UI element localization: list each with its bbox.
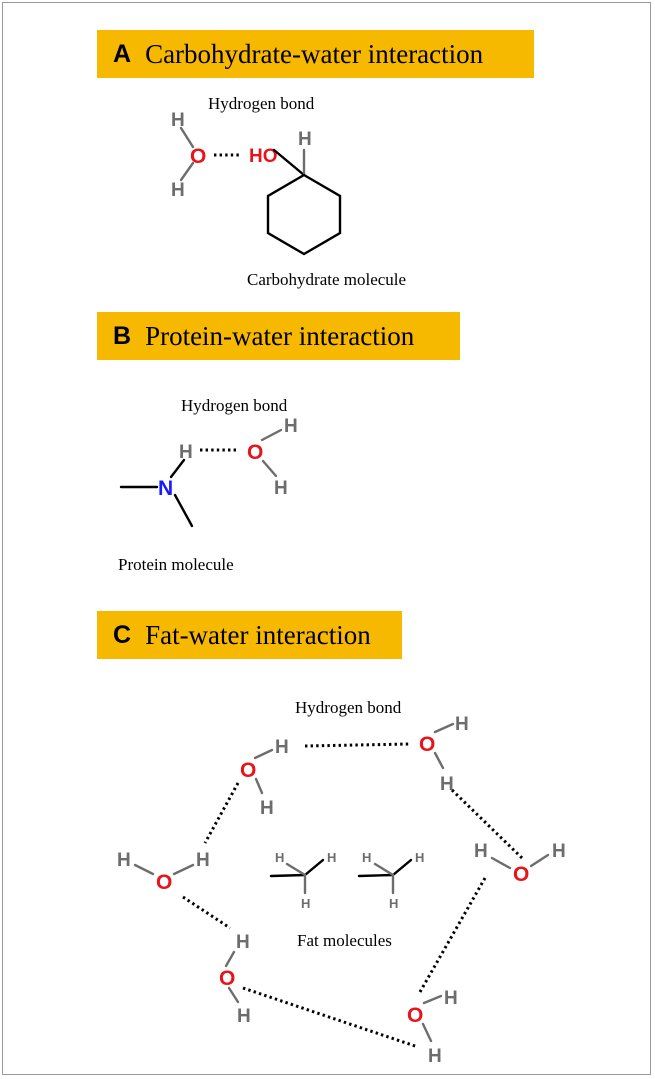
panel-b-nitrogen: N	[158, 477, 173, 500]
panel-c-water-3: H O H	[117, 850, 210, 894]
panel-b-water-h-bottom: H	[274, 478, 288, 499]
panel-a-molecule-label: Carbohydrate molecule	[247, 270, 406, 289]
panel-c-water-3-o: O	[156, 871, 172, 894]
panel-c-bond-label: Hydrogen bond	[295, 698, 402, 717]
panel-c-water-5-o: O	[219, 967, 235, 990]
panel-c-water-6-h-b: H	[428, 1046, 442, 1067]
panel-c-water-5-h-b: H	[237, 1006, 251, 1027]
panel-c-water-6-o: O	[407, 1004, 423, 1027]
panel-c-molecule-label: Fat molecules	[297, 931, 392, 950]
panel-c-fat-molecule-2: H H H	[357, 850, 424, 911]
panel-a-title: A Carbohydrate-water interaction	[97, 30, 534, 78]
panel-b-letter: B	[113, 321, 132, 350]
panel-c-water-3-h-a: H	[117, 850, 131, 871]
panel-c-fat-molecule-1: H H H	[269, 850, 336, 911]
panel-a-water-h-top: H	[171, 110, 185, 131]
panel-b-protein-molecule: N H	[119, 442, 194, 528]
panel-c-diagram: Hydrogen bond O H H O H H H O H H	[117, 698, 566, 1067]
panel-a-water-molecule: H O H	[171, 110, 206, 201]
panel-a-water-o: O	[190, 145, 206, 168]
panel-c-water-2: O H H	[419, 714, 469, 795]
panel-c-water-2-h-a: H	[455, 714, 469, 735]
panel-c-water-2-o: O	[419, 733, 435, 756]
panel-b-title: B Protein-water interaction	[97, 312, 460, 360]
panel-c-title-text: Fat-water interaction	[145, 619, 371, 650]
panel-c-fat-1-h-c: H	[301, 896, 310, 911]
panel-a-ring-h: H	[298, 129, 312, 150]
panel-a-carbohydrate-molecule: HO H	[249, 129, 342, 256]
panel-c-water-1: O H H	[240, 737, 289, 819]
panel-a-hydroxyl: HO	[249, 146, 278, 167]
panel-c-fat-2-h-a: H	[362, 850, 371, 865]
panel-c-water-4-h-b: H	[552, 841, 566, 862]
panel-b-water-o: O	[247, 441, 263, 464]
panel-c-letter: C	[113, 620, 132, 649]
panel-c-water-5-h-a: H	[236, 932, 250, 953]
panel-a-title-text: Carbohydrate-water interaction	[145, 38, 484, 69]
panel-c-fat-1-h-a: H	[275, 850, 284, 865]
panel-c-water-2-h-b: H	[440, 774, 454, 795]
panel-c-water-6: O H H	[407, 988, 458, 1067]
panel-c-water-4-o: O	[513, 863, 529, 886]
panel-b-molecule-label: Protein molecule	[118, 555, 234, 574]
panel-c-fat-2-h-b: H	[415, 850, 424, 865]
panel-a-letter: A	[113, 39, 132, 68]
panel-c-fat-1-h-b: H	[327, 850, 336, 865]
panel-b-bond-label: Hydrogen bond	[181, 396, 288, 415]
panel-c-fat-2-h-c: H	[389, 896, 398, 911]
panel-c-water-4: H O H	[474, 841, 566, 886]
panel-c-water-6-h-a: H	[444, 988, 458, 1009]
panel-c-title: C Fat-water interaction	[97, 611, 402, 659]
panel-c-water-4-h-a: H	[474, 841, 488, 862]
panel-c-hydrogen-bonds	[182, 742, 524, 1049]
panel-c-water-1-h-b: H	[260, 798, 274, 819]
panel-c-water-3-h-b: H	[196, 850, 210, 871]
panel-c-water-5: H O H	[219, 932, 251, 1027]
panel-a-water-h-bottom: H	[171, 180, 185, 201]
panel-b-water-h-top: H	[284, 416, 298, 437]
panel-b-title-text: Protein-water interaction	[145, 320, 415, 351]
panel-c-water-1-o: O	[240, 759, 256, 782]
panel-a-diagram: Hydrogen bond H O H HO H Carbohydrate mo…	[171, 94, 406, 289]
panel-a-bond-label: Hydrogen bond	[208, 94, 315, 113]
panel-b-diagram: Hydrogen bond N H O H H Protein molecule	[118, 396, 298, 574]
panel-c-water-1-h-a: H	[275, 737, 289, 758]
panel-a-cyclohexane-ring	[266, 173, 342, 256]
panel-b-amine-h: H	[179, 442, 193, 463]
panel-b-water-molecule: O H H	[247, 416, 298, 499]
